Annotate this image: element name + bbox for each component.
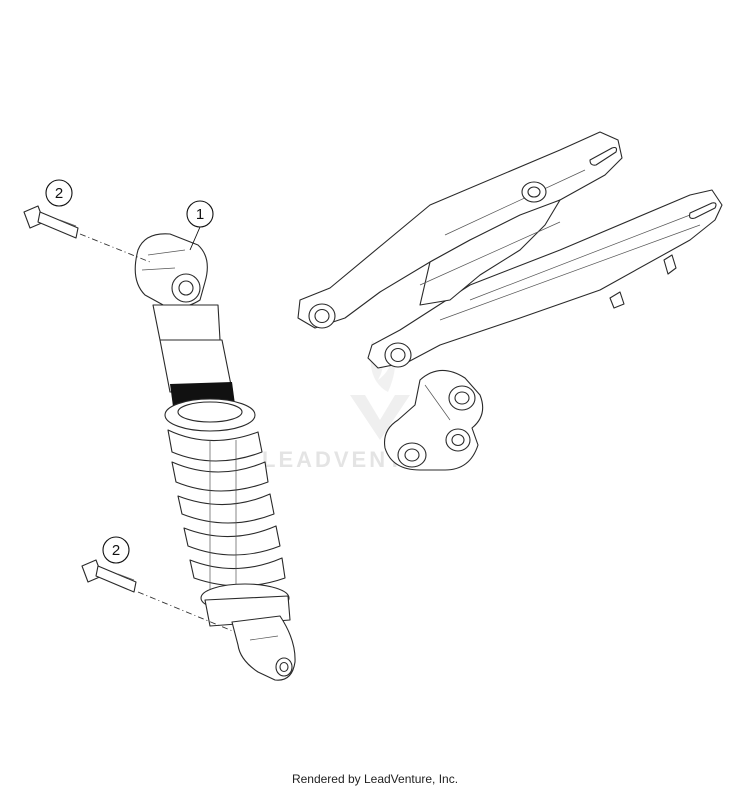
pivot-boss-lower: [384, 342, 412, 368]
callout-2-upper: 2: [45, 179, 73, 207]
callout-2-lower-label: 2: [112, 542, 120, 559]
callout-1: 1: [186, 200, 214, 251]
footer-credit: Rendered by LeadVenture, Inc.: [291, 772, 459, 786]
callout-1-label: 1: [196, 206, 204, 223]
pivot-boss-upper: [308, 303, 336, 329]
shock-absorber: [134, 233, 296, 681]
shock-bottom-eye: [275, 657, 293, 677]
callout-2-upper-label: 2: [55, 185, 63, 202]
linkage-lever: [383, 369, 484, 471]
callout-2-lower: 2: [102, 536, 130, 564]
shock-top-eye: [171, 273, 201, 303]
swingarm: [297, 131, 723, 369]
bolt-lower: [81, 559, 236, 633]
bolt-upper: [23, 205, 151, 263]
spring-coil: [167, 429, 263, 462]
